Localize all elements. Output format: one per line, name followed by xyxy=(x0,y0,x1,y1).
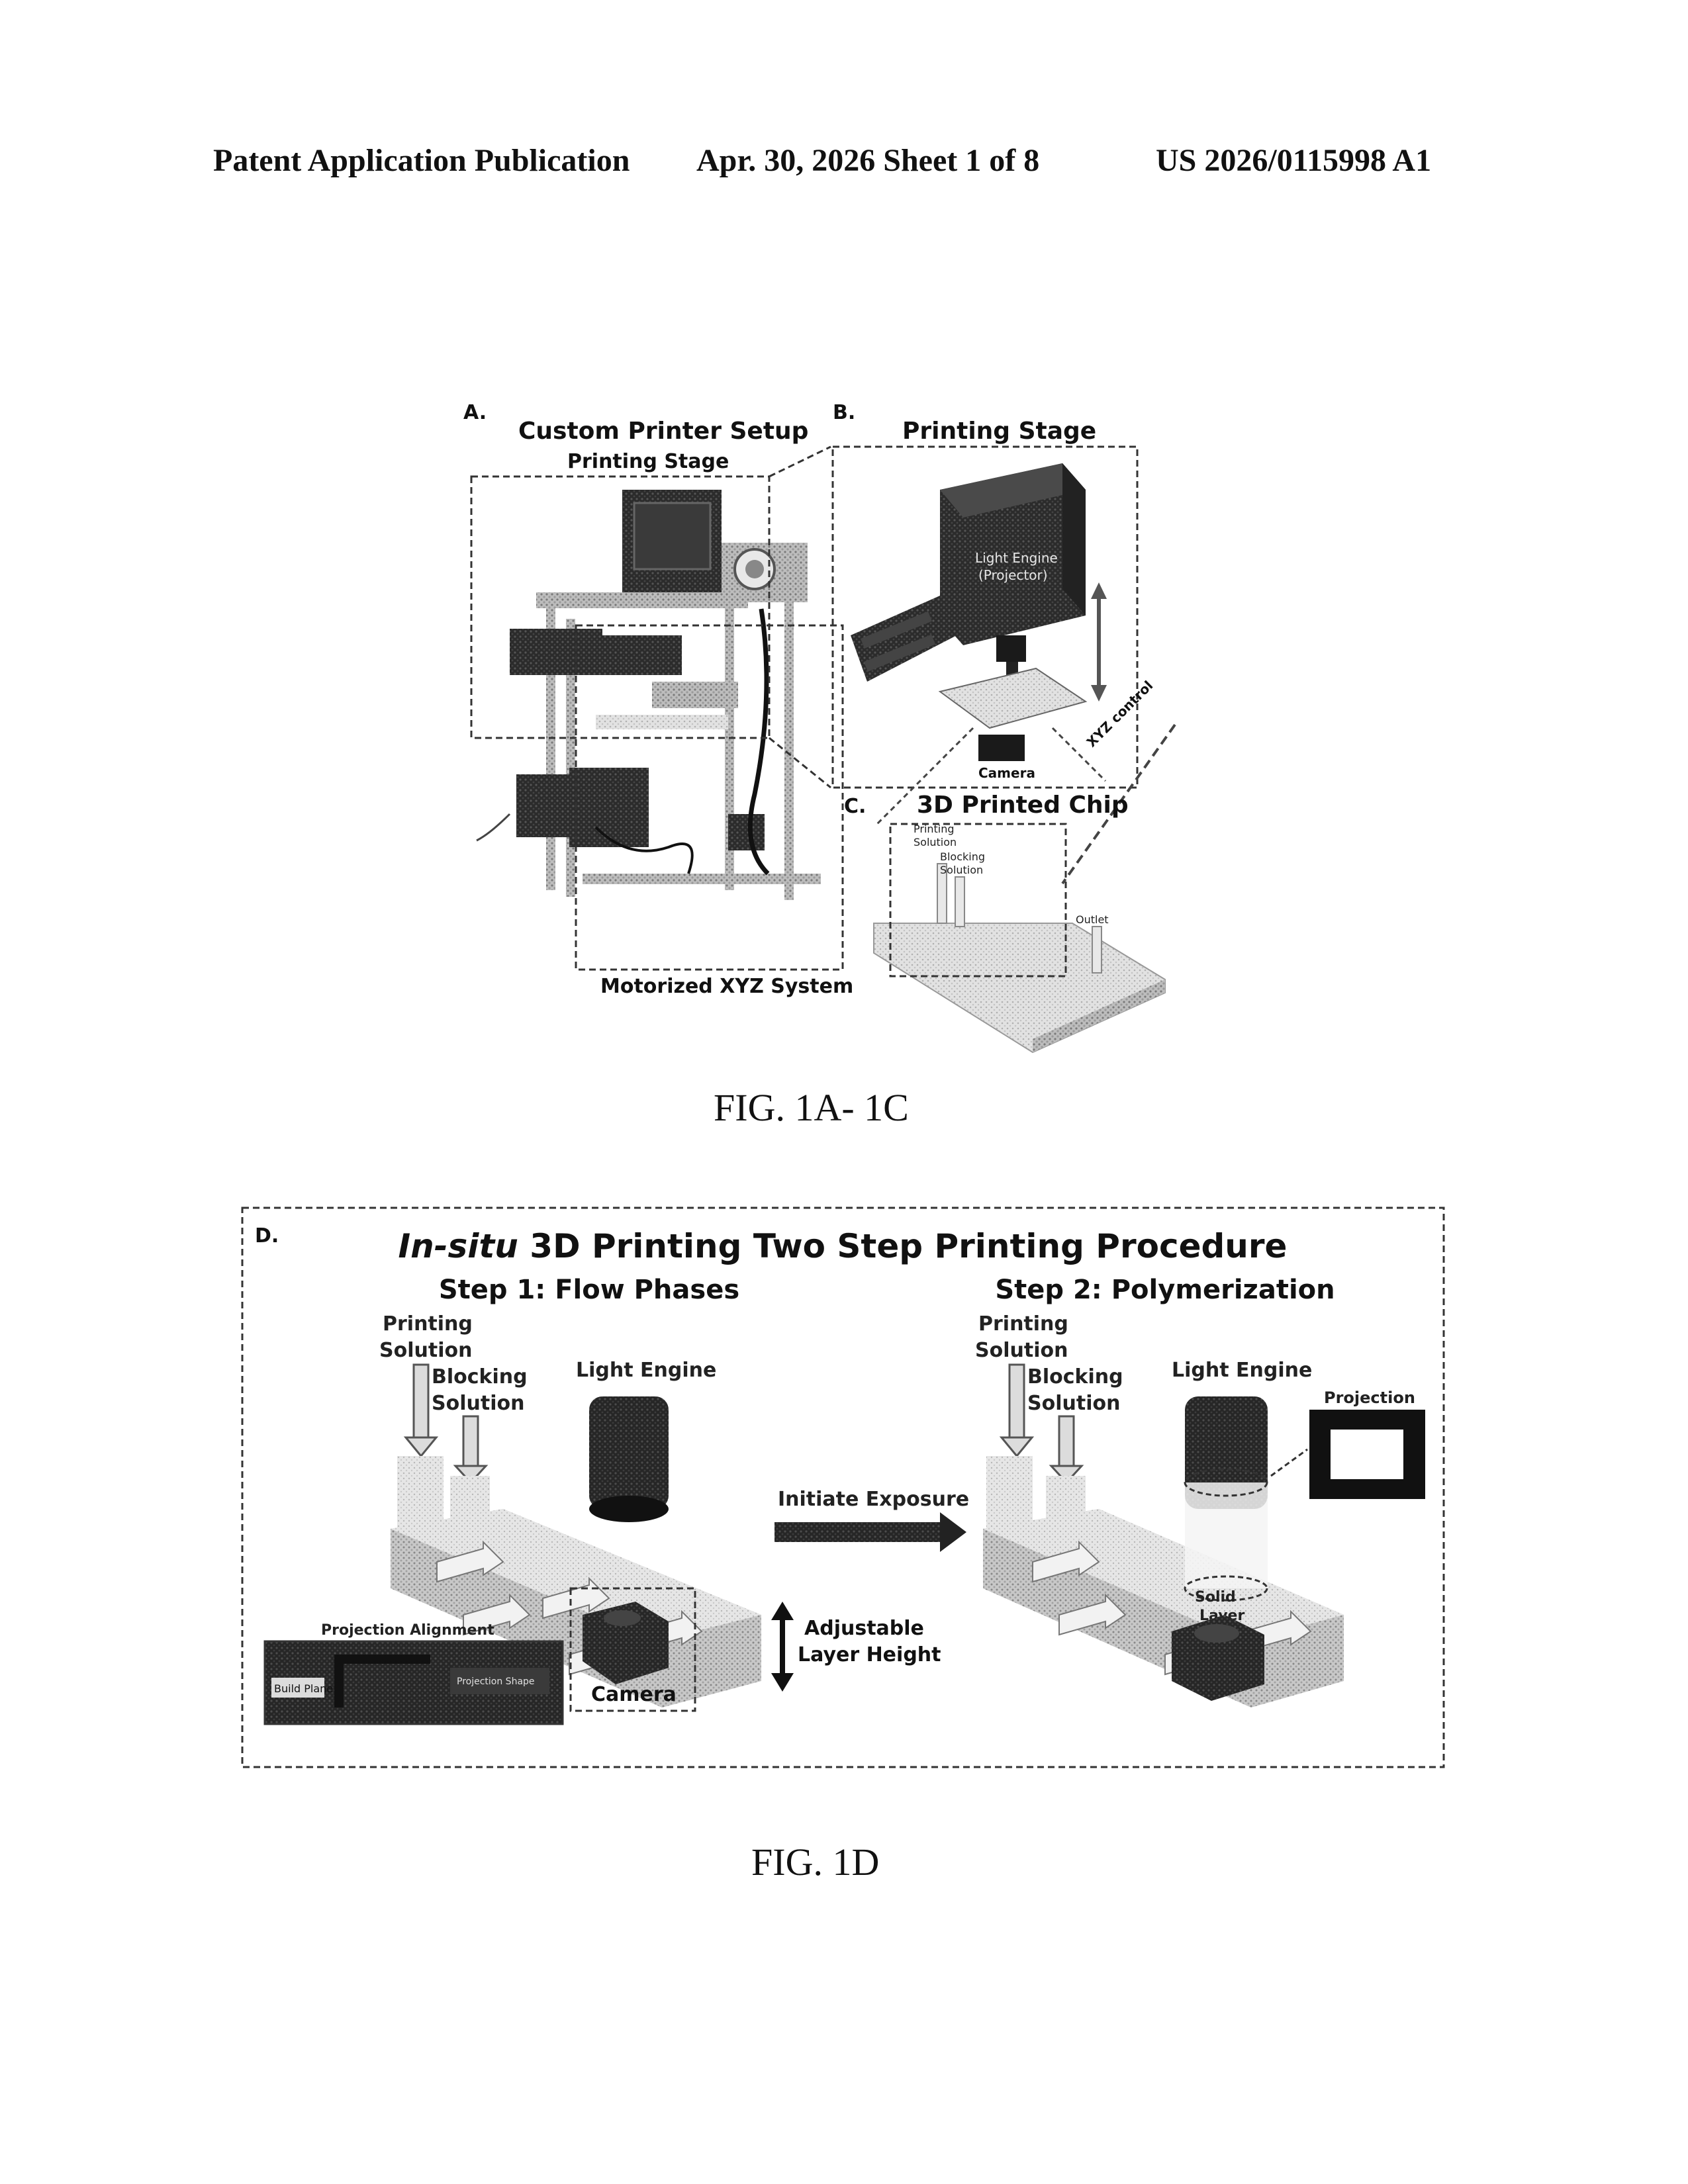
panel-d-title: In-situ 3D Printing Two Step Printing Pr… xyxy=(399,1227,1288,1265)
panel-d-title-italic: In-situ xyxy=(399,1227,518,1265)
step2-blocking-label-line2: Solution xyxy=(1027,1392,1120,1415)
step2-printing-label-line2: Solution xyxy=(975,1339,1068,1362)
panel-a-box-top-label: Printing Stage xyxy=(567,450,729,473)
panel-d-title-rest: 3D Printing Two Step Printing Procedure xyxy=(518,1227,1288,1265)
step1-blocking-label-line1: Blocking xyxy=(432,1365,528,1388)
panel-c-title: 3D Printed Chip xyxy=(917,792,1129,819)
camera-label: Camera xyxy=(978,765,1035,781)
step1-camera-label: Camera xyxy=(591,1683,677,1706)
printed-chip-illustration: Printing Solution Blocking Solution Outl… xyxy=(874,823,1165,1052)
projector-label-line2: (Projector) xyxy=(978,567,1048,583)
projection-alignment-label: Projection Alignment xyxy=(321,1622,494,1639)
panel-a-letter: A. xyxy=(463,401,487,424)
figure-1d: D. In-situ 3D Printing Two Step Printing… xyxy=(0,1191,1688,1853)
solid-layer-label-line1: Solid xyxy=(1195,1589,1236,1606)
chip-blocking-label-line1: Blocking xyxy=(940,850,985,863)
step1-title: Step 1: Flow Phases xyxy=(439,1275,739,1305)
step2-illustration: Printing Solution Blocking Solution Ligh… xyxy=(975,1312,1425,1707)
chip-blocking-label-line2: Solution xyxy=(940,864,983,876)
step2-blocking-label-line1: Blocking xyxy=(1027,1365,1123,1388)
adjustable-label-line2: Layer Height xyxy=(798,1643,941,1666)
panel-b-title: Printing Stage xyxy=(902,418,1096,445)
step1-printing-label-line2: Solution xyxy=(379,1339,472,1362)
step1-printing-label-line1: Printing xyxy=(383,1312,473,1336)
panel-a-title: Custom Printer Setup xyxy=(518,418,808,445)
panel-d-letter: D. xyxy=(255,1224,279,1248)
step2-light-engine-label: Light Engine xyxy=(1172,1359,1312,1382)
step1-illustration: Printing Solution Blocking Solution Ligh… xyxy=(265,1312,941,1724)
panel-c-letter: C. xyxy=(844,795,866,818)
projector-illustration: Light Engine (Projector) Camera XYZ cont… xyxy=(851,463,1156,781)
panel-a-box-bottom-label: Motorized XYZ System xyxy=(600,975,853,998)
step1-light-engine-label: Light Engine xyxy=(576,1359,716,1382)
adjustable-label-line1: Adjustable xyxy=(804,1617,924,1640)
initiate-exposure-label: Initiate Exposure xyxy=(778,1488,969,1511)
figure-1d-caption: FIG. 1D xyxy=(751,1840,879,1884)
figure-1a-1c-caption: FIG. 1A- 1C xyxy=(714,1085,909,1130)
chip-outlet-label: Outlet xyxy=(1076,913,1109,926)
panel-b-letter: B. xyxy=(833,401,855,424)
step2-printing-label-line1: Printing xyxy=(978,1312,1068,1336)
projector-label-line1: Light Engine xyxy=(975,550,1058,566)
chip-printing-label-line2: Solution xyxy=(914,836,957,848)
initiate-exposure-arrow-head xyxy=(940,1512,966,1552)
step2-title: Step 2: Polymerization xyxy=(995,1275,1335,1305)
step1-blocking-label-line2: Solution xyxy=(432,1392,524,1415)
projection-label: Projection xyxy=(1324,1388,1415,1407)
projection-shape-label: Projection Shape xyxy=(457,1676,535,1687)
initiate-exposure-arrow-shaft xyxy=(774,1522,940,1542)
build-plane-label: Build Plane xyxy=(274,1682,333,1695)
